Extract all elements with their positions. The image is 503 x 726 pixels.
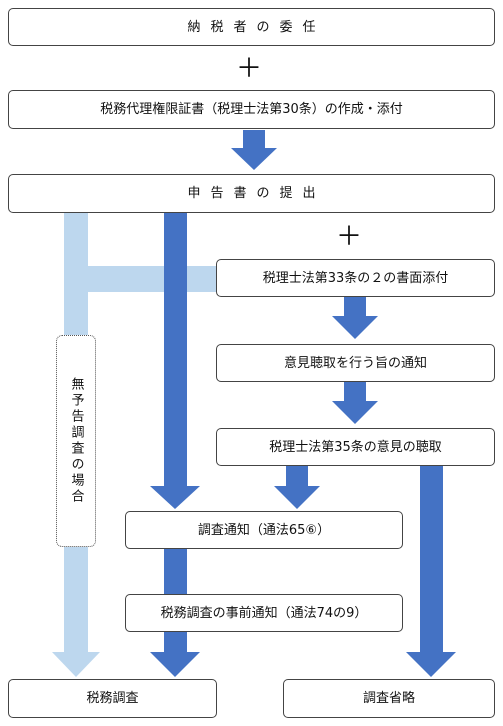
arrow-hearing-to-audit-notice [274, 466, 320, 509]
light-connector-horizontal [88, 266, 216, 292]
audit-notice-label: 調査通知（通法65⑥） [197, 522, 331, 538]
light-arrow-head-audit [52, 652, 100, 677]
delegation-box: 納税者の委任 [8, 8, 495, 46]
arrow-notice-to-hearing [332, 382, 378, 424]
prior-notice-box: 税務調査の事前通知（通法74の9） [125, 594, 403, 632]
audit-skip-box: 調査省略 [283, 679, 495, 718]
plus-symbol-middle: ＋ [336, 222, 363, 252]
notice-opinion-label: 意見聴取を行う旨の通知 [283, 355, 427, 371]
arrow-filing-to-audit-notice [150, 213, 200, 509]
attach33-label: 税理士法第33条の２の書面添付 [262, 270, 449, 286]
arrow-authority-to-filing [231, 130, 277, 170]
plus-symbol-top: ＋ [236, 54, 263, 84]
authority-doc-label: 税務代理権限証書（税理士法第30条）の作成・添付 [100, 102, 403, 117]
delegation-label: 納税者の委任 [187, 19, 326, 35]
tax-audit-box: 税務調査 [8, 679, 217, 718]
no-notice-case-box: 無予告調査の場合 [56, 335, 96, 547]
arrow-attach-to-notice [332, 297, 378, 339]
attach33-box: 税理士法第33条の２の書面添付 [216, 259, 495, 297]
audit-skip-label: 調査省略 [362, 691, 415, 706]
authority-doc-box: 税務代理権限証書（税理士法第30条）の作成・添付 [8, 90, 495, 129]
notice-opinion-box: 意見聴取を行う旨の通知 [216, 344, 495, 382]
arrow-hearing-to-skip [406, 466, 456, 677]
tax-audit-label: 税務調査 [86, 691, 139, 706]
prior-notice-label: 税務調査の事前通知（通法74の9） [160, 605, 368, 621]
no-notice-case-label: 無予告調査の場合 [68, 377, 84, 505]
filing-label: 申告書の提出 [187, 186, 326, 201]
hearing35-box: 税理士法第35条の意見の聴取 [216, 428, 495, 466]
audit-notice-box: 調査通知（通法65⑥） [125, 511, 403, 549]
filing-box: 申告書の提出 [8, 174, 495, 213]
hearing35-label: 税理士法第35条の意見の聴取 [269, 439, 442, 455]
